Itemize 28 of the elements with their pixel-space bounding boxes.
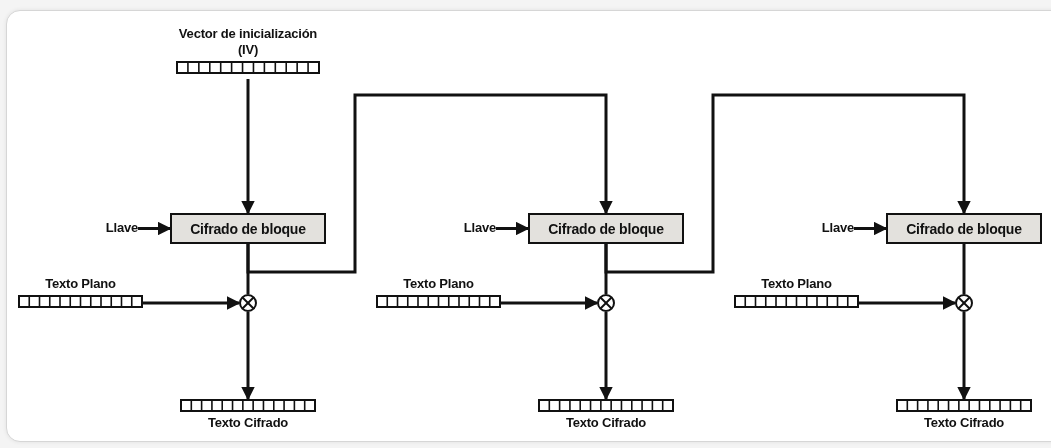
text-label: Vector de inicialización (IV) <box>177 26 319 58</box>
block-cipher-box: Cifrado de bloque <box>528 213 684 244</box>
arrow <box>241 79 255 215</box>
text-label: Texto Cifrado <box>207 415 289 431</box>
arrow <box>143 296 241 310</box>
arrow <box>241 312 255 401</box>
arrow <box>501 296 599 310</box>
arrow <box>957 312 971 401</box>
text-label: Llave <box>105 220 138 236</box>
text-label: Texto Cifrado <box>923 415 1005 431</box>
block-cipher-box: Cifrado de bloque <box>886 213 1042 244</box>
xor-symbol <box>597 294 615 312</box>
xor-symbol <box>955 294 973 312</box>
text-label: Texto Plano <box>761 276 832 292</box>
xor-symbol <box>239 294 257 312</box>
arrow <box>859 296 957 310</box>
text-label: Texto Cifrado <box>565 415 647 431</box>
block-cipher-box: Cifrado de bloque <box>170 213 326 244</box>
arrow <box>496 221 530 236</box>
text-label: Llave <box>821 220 854 236</box>
arrow <box>138 221 172 236</box>
arrow <box>604 93 971 274</box>
arrow <box>854 221 888 236</box>
text-label: Texto Plano <box>45 276 116 292</box>
arrow <box>246 93 613 274</box>
arrow <box>599 312 613 401</box>
text-label: Llave <box>463 220 496 236</box>
text-label: Texto Plano <box>403 276 474 292</box>
